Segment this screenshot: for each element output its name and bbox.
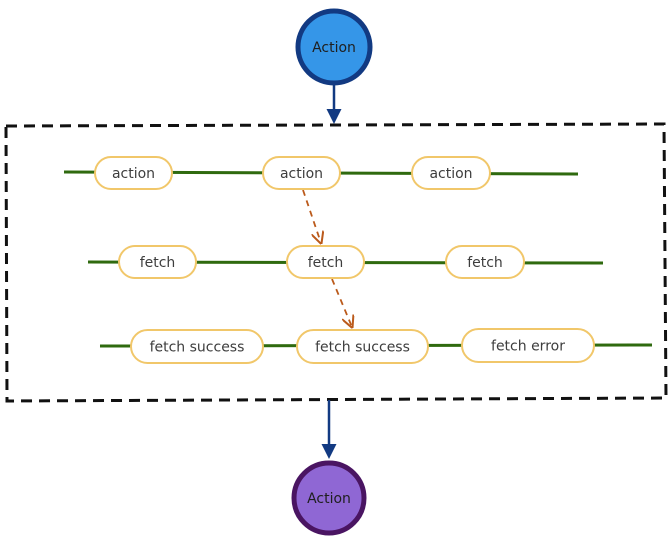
action-pill-label: action [429,166,472,182]
top-action-label: Action [312,40,356,56]
fetch-success-pill-label: fetch success [150,340,245,356]
dashed-arrow-action-to-fetch [302,189,321,243]
fetch-error-pill-label: fetch error [491,339,565,355]
action-pill: action [94,156,173,190]
fetch-pill: fetch [118,245,197,279]
dashed-container [4,122,668,403]
dashed-arrow-fetch-to-success [331,278,352,327]
fetch-pill-label: fetch [308,255,344,271]
fetch-success-pill-label: fetch success [315,340,410,356]
fetch-success-pill: fetch success [130,329,264,364]
top-action-circle [295,8,373,86]
fetch-pill: fetch [286,245,365,279]
action-pill-label: action [112,166,155,182]
top-action-node: Action [295,8,373,86]
fetch-pill: fetch [445,245,525,279]
fetch-pill-label: fetch [140,255,176,271]
fetch-success-pill: fetch success [296,329,429,364]
action-pill: action [411,156,491,190]
action-pill: action [262,156,341,190]
bottom-action-circle [291,460,367,536]
bottom-action-label: Action [307,491,351,507]
fetch-error-pill: fetch error [461,328,595,363]
fetch-pill-label: fetch [467,255,503,271]
bottom-action-node: Action [291,460,367,536]
action-pill-label: action [280,166,323,182]
